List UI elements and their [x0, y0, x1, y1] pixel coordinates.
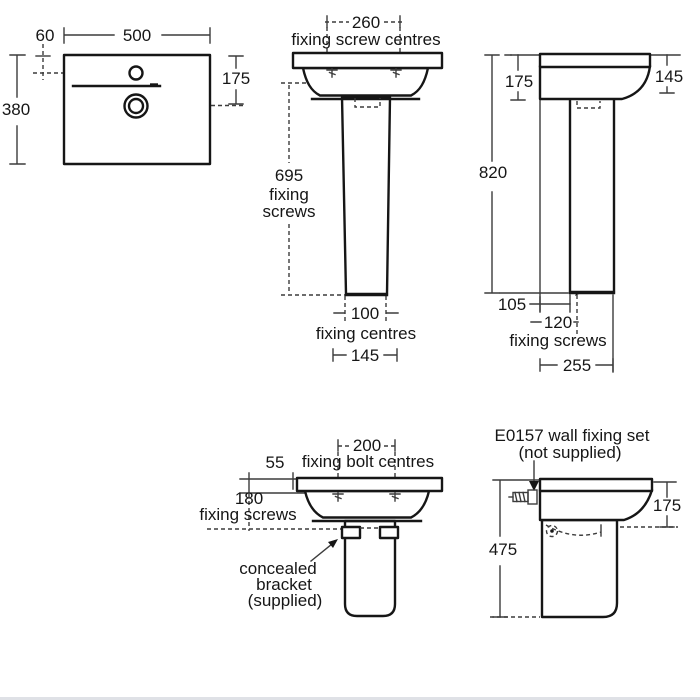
- base-fixing-value: 100: [351, 304, 379, 323]
- basin-side-body: [538, 64, 652, 101]
- bolt-drop-label: 55: [266, 453, 285, 472]
- screw-centres-value: 260: [352, 13, 380, 32]
- semi-basin-height-label: 175: [653, 496, 681, 515]
- semi-height-label: 475: [489, 540, 517, 559]
- fixing-offset-value: 120: [544, 313, 572, 332]
- base-width-label: 145: [351, 346, 379, 365]
- basin-plan-view: 60 500 380 175: [2, 26, 250, 166]
- semi-basin-slab: [295, 476, 444, 493]
- screw-height-value: 695: [275, 166, 303, 185]
- bracket-leader-arrowhead: [328, 539, 338, 548]
- semi-side-labels: E0157 wall fixing set (not supplied) 175…: [489, 426, 681, 559]
- base-depth-label: 255: [563, 356, 591, 375]
- basin-slab: [291, 51, 444, 70]
- waste-outlet-inner: [127, 97, 145, 115]
- fixing-offset-label: fixing screws: [509, 331, 606, 350]
- waste-outlet-outer: [123, 93, 149, 119]
- semi-basin-side-body: [538, 488, 654, 522]
- bracket-bolt-hidden: [545, 524, 559, 538]
- pedestal-side-recess-hidden-line: [576, 101, 601, 109]
- bolt-centres-value: 200: [353, 436, 381, 455]
- basin-height-label: 175: [505, 72, 533, 91]
- full-pedestal-side-view: 175 145 820 105 120 fixing screws 255: [479, 52, 683, 375]
- bracket-bolt-centre: [550, 529, 554, 533]
- semi-pedestal-side-outline: [540, 518, 619, 619]
- pedestal-front-labels: 260 fixing screw centres 695 fixing scre…: [263, 13, 441, 365]
- concealed-bracket-right: [378, 525, 400, 540]
- semi-basin-side-slab: [538, 477, 654, 493]
- semi-pedestal-front-view: 200 fixing bolt centres 55 180 fixing sc…: [199, 436, 444, 618]
- semi-pedestal-outline: [343, 519, 397, 618]
- basin-outline: [62, 53, 212, 166]
- wall-fixing-arrowhead: [529, 481, 539, 491]
- full-pedestal-front-view: 260 fixing screw centres 695 fixing scre…: [263, 13, 444, 365]
- pedestal-recess-hidden-line: [354, 98, 381, 108]
- edge-offset-label: 60: [36, 26, 55, 45]
- semi-side-dim-lines: [490, 460, 678, 618]
- bottom-divider-bar: [0, 697, 700, 700]
- width-label: 500: [123, 26, 151, 45]
- base-fixing-label: fixing centres: [316, 324, 416, 343]
- screw-centres-label: fixing screw centres: [291, 30, 440, 49]
- wall-fixing-note-line2: (not supplied): [518, 443, 621, 462]
- wall-fixing-screw-symbol: [508, 489, 538, 505]
- pedestal-side-outline: [568, 96, 616, 294]
- bracket-note-line2: bracket: [256, 575, 312, 594]
- depth-label: 380: [2, 100, 30, 119]
- screw-drop-label: fixing screws: [199, 505, 296, 524]
- basin-side-slab: [538, 52, 652, 69]
- semi-bowl-outline: [303, 489, 431, 519]
- concealed-bracket-left: [340, 525, 362, 540]
- screw-height-label-1: fixing: [269, 185, 309, 204]
- rear-gap-label: 105: [498, 295, 526, 314]
- bowl-offset-label: 175: [222, 69, 250, 88]
- semi-pedestal-side-view: E0157 wall fixing set (not supplied) 175…: [489, 426, 681, 619]
- overall-height-label: 820: [479, 163, 507, 182]
- bowl-underside-hidden-line: [545, 524, 602, 536]
- screw-drop-value: 180: [235, 489, 263, 508]
- bracket-note-line3: (supplied): [248, 591, 323, 610]
- semi-front-labels: 200 fixing bolt centres 55 180 fixing sc…: [199, 436, 434, 610]
- bowl-outline: [301, 66, 430, 97]
- bracket-note-line1: concealed: [239, 559, 317, 578]
- pedestal-side-dim-lines: [484, 54, 681, 373]
- wall-fixing-note-line1: E0157 wall fixing set: [495, 426, 650, 445]
- plan-labels: 60 500 380 175: [2, 26, 250, 119]
- semi-front-dim-lines: [207, 439, 416, 562]
- screw-height-label-2: screws: [263, 202, 316, 221]
- pedestal-side-labels: 175 145 820 105 120 fixing screws 255: [479, 67, 683, 375]
- pedestal-outline: [340, 95, 392, 296]
- front-height-label: 145: [655, 67, 683, 86]
- tap-hole: [128, 65, 144, 81]
- bolt-centres-label: fixing bolt centres: [302, 452, 434, 471]
